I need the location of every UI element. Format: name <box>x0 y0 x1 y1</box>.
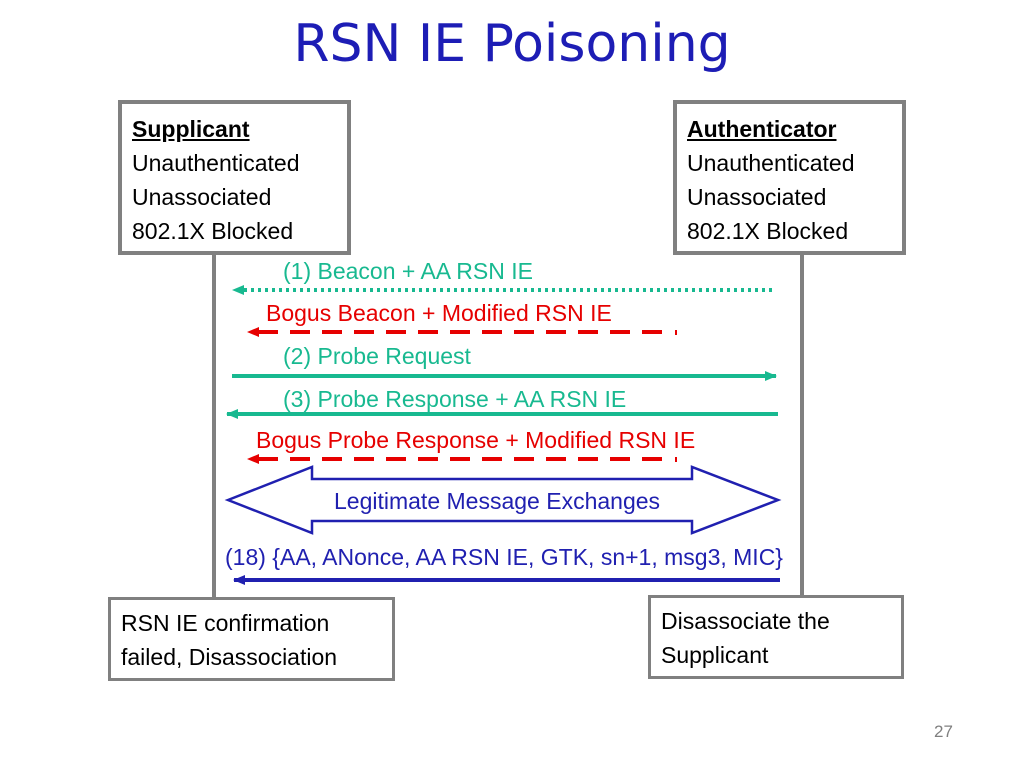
msg18-label: (18) {AA, ANonce, AA RSN IE, GTK, sn+1, … <box>225 544 783 570</box>
authenticator-state-8021x: 802.1X Blocked <box>687 218 849 244</box>
page-number: 27 <box>934 722 953 741</box>
bogus-beacon-label: Bogus Beacon + Modified RSN IE <box>266 300 612 326</box>
supplicant-state-8021x: 802.1X Blocked <box>132 218 294 244</box>
authenticator-outcome-box: Disassociate the Supplicant <box>648 595 904 679</box>
probe-response-label: (3) Probe Response + AA RSN IE <box>283 386 627 412</box>
supplicant-box: Supplicant Unauthenticated Unassociated … <box>118 100 351 255</box>
authenticator-outcome-line1: Disassociate the <box>661 608 830 634</box>
authenticator-state-auth: Unauthenticated <box>687 150 855 176</box>
supplicant-outcome-box: RSN IE confirmation failed, Disassociati… <box>108 597 395 681</box>
supplicant-outcome-line1: RSN IE confirmation <box>121 610 330 636</box>
supplicant-state-auth: Unauthenticated <box>132 150 300 176</box>
supplicant-state-assoc: Unassociated <box>132 184 272 210</box>
supplicant-heading: Supplicant <box>132 116 250 142</box>
legitimate-exchange-arrow <box>224 465 782 535</box>
page-title: RSN IE Poisoning <box>293 14 731 74</box>
authenticator-box: Authenticator Unauthenticated Unassociat… <box>673 100 906 255</box>
authenticator-state-assoc: Unassociated <box>687 184 827 210</box>
authenticator-outcome-line2: Supplicant <box>661 642 769 668</box>
beacon-label: (1) Beacon + AA RSN IE <box>283 258 533 284</box>
legitimate-exchange-label: Legitimate Message Exchanges <box>334 488 661 514</box>
bogus-probe-label: Bogus Probe Response + Modified RSN IE <box>256 427 696 453</box>
probe-request-label: (2) Probe Request <box>283 343 471 369</box>
authenticator-heading: Authenticator <box>687 116 837 142</box>
supplicant-outcome-line2: failed, Disassociation <box>121 644 338 670</box>
